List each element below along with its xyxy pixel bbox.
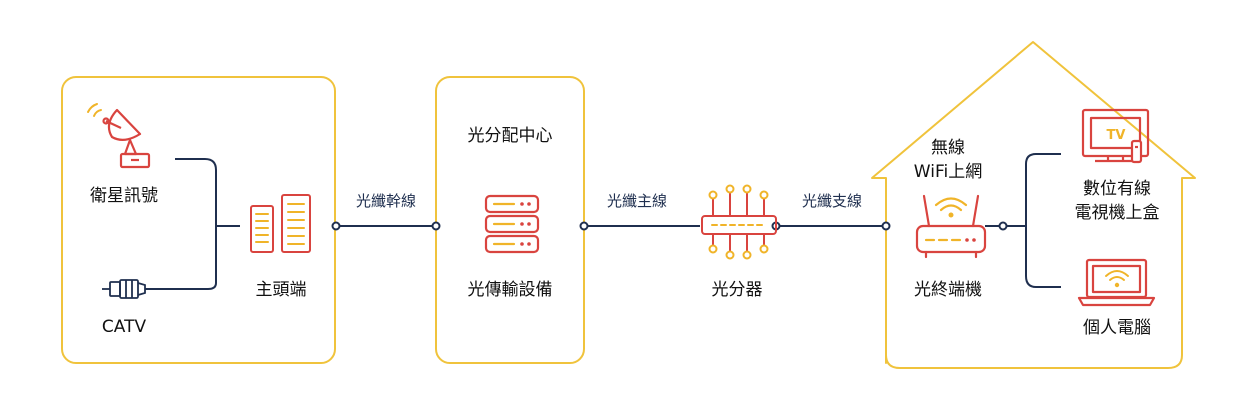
wifi-label-line1: 無線	[931, 138, 965, 158]
stb-label-line1: 數位有線	[1083, 179, 1151, 199]
catv-label: CATV	[102, 317, 147, 337]
headend-label: 主頭端	[256, 280, 307, 300]
wifi-router-icon	[915, 194, 987, 259]
splitter-label: 光分器	[712, 280, 763, 300]
distribution-center-label: 光分配中心	[468, 126, 553, 146]
transmission-equipment-label: 光傳輸設備	[468, 280, 553, 300]
tv-icon: TV	[1081, 108, 1150, 164]
dot-center-right	[579, 221, 589, 231]
trunk-line-label: 光纖幹線	[356, 192, 416, 210]
coax-connector-icon	[102, 279, 146, 299]
server-stack-icon	[484, 194, 540, 254]
satellite-line	[145, 158, 217, 290]
distribution-center-frame	[435, 76, 585, 364]
dot-house-left	[881, 221, 891, 231]
satellite-dish-icon	[87, 103, 151, 169]
onu-label: 光終端機	[914, 280, 982, 300]
main-line-label: 光纖主線	[607, 192, 667, 210]
stb-label-line2: 電視機上盒	[1075, 203, 1160, 223]
headend-rack-icon	[250, 194, 311, 253]
stb-branch-line	[1025, 153, 1061, 288]
laptop-icon	[1077, 258, 1156, 307]
house-frame	[871, 41, 1196, 369]
connection-lines	[145, 153, 1061, 290]
connection-dots	[331, 221, 1008, 231]
branch-line-label: 光纖支線	[802, 192, 862, 210]
wifi-label-line2: WiFi上網	[914, 162, 982, 182]
pc-label: 個人電腦	[1083, 318, 1151, 338]
satellite-label: 衛星訊號	[90, 186, 158, 206]
tv-label: TV	[1107, 128, 1126, 143]
dot-headend-right	[331, 221, 341, 231]
dot-onu-right	[998, 221, 1008, 231]
optical-splitter-icon	[701, 184, 777, 260]
headend-frame	[61, 76, 336, 364]
dot-center-left	[431, 221, 441, 231]
